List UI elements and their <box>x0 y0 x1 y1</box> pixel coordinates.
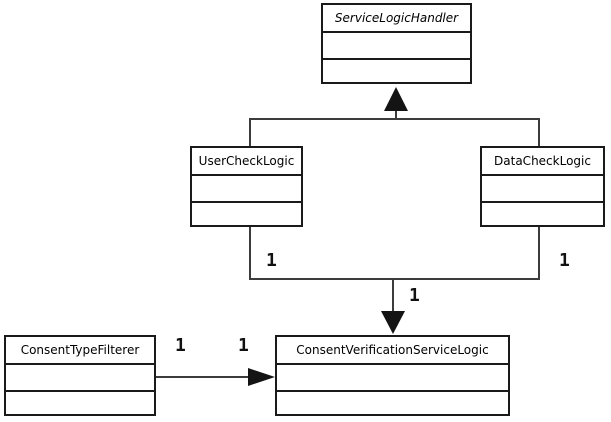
operations-compartment <box>6 392 154 414</box>
generalization-right-drop-line <box>538 118 540 146</box>
attributes-compartment <box>6 365 154 392</box>
association-left-vertical-line <box>249 226 251 280</box>
class-name: ConsentTypeFilterer <box>20 343 140 357</box>
multiplicity-label-filterer-target: 1 <box>238 335 249 356</box>
attributes-compartment <box>323 33 470 60</box>
generalization-left-drop-line <box>249 118 251 146</box>
multiplicity-label-verification-target: 1 <box>409 285 420 306</box>
association-arrowhead-down-icon <box>381 311 405 334</box>
class-name: ServiceLogicHandler <box>334 11 459 25</box>
generalization-stem-line <box>395 108 397 120</box>
multiplicity-label-filterer-source: 1 <box>175 335 186 356</box>
association-stem-line <box>392 278 394 313</box>
generalization-arrowhead-up-icon <box>384 87 408 111</box>
filterer-association-line <box>156 376 250 378</box>
association-right-vertical-line <box>538 226 540 280</box>
class-name-compartment: DataCheckLogic <box>482 148 603 176</box>
operations-compartment <box>277 392 508 414</box>
class-name-compartment: ServiceLogicHandler <box>323 5 470 33</box>
class-consent-verification-service-logic[interactable]: ConsentVerificationServiceLogic <box>275 335 510 416</box>
association-arrowhead-right-icon <box>248 368 275 386</box>
operations-compartment <box>323 60 470 82</box>
operations-compartment <box>192 203 301 225</box>
class-name: DataCheckLogic <box>494 154 591 168</box>
class-consent-type-filterer[interactable]: ConsentTypeFilterer <box>4 335 156 416</box>
class-name-compartment: ConsentVerificationServiceLogic <box>277 337 508 365</box>
class-name-compartment: UserCheckLogic <box>192 148 301 176</box>
attributes-compartment <box>482 176 603 203</box>
multiplicity-label-datacheck: 1 <box>559 250 570 271</box>
attributes-compartment <box>277 365 508 392</box>
class-data-check-logic[interactable]: DataCheckLogic <box>480 146 605 227</box>
operations-compartment <box>482 203 603 225</box>
attributes-compartment <box>192 176 301 203</box>
class-name-compartment: ConsentTypeFilterer <box>6 337 154 365</box>
multiplicity-label-usercheck: 1 <box>266 250 277 271</box>
class-name: ConsentVerificationServiceLogic <box>296 343 489 357</box>
class-service-logic-handler[interactable]: ServiceLogicHandler <box>321 3 472 84</box>
association-horizontal-line <box>249 278 540 280</box>
class-name: UserCheckLogic <box>198 154 295 168</box>
class-user-check-logic[interactable]: UserCheckLogic <box>190 146 303 227</box>
generalization-horizontal-line <box>249 118 540 120</box>
